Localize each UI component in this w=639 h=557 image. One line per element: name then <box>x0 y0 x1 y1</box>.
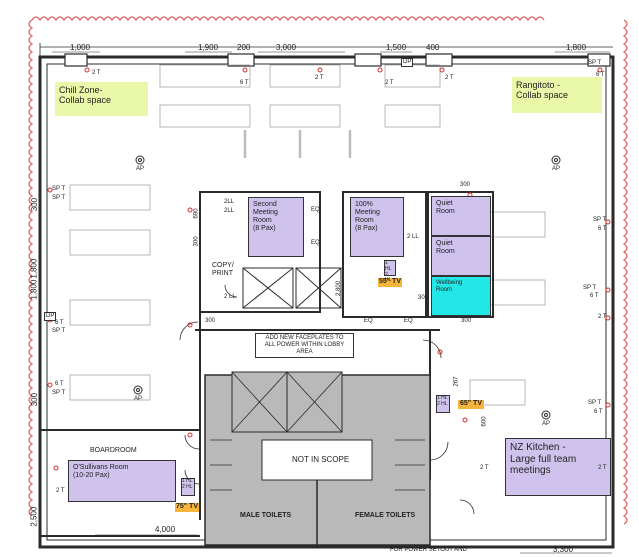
dimension-misc: 300 <box>418 295 429 301</box>
two-t-label: 2 T <box>598 314 607 320</box>
dimension-left: 1,800 <box>29 279 39 300</box>
two-t-label: 2 T <box>598 465 607 471</box>
six-t-label: 6 T <box>596 72 605 78</box>
sp-t-label: SP T <box>52 390 66 396</box>
osullivans-room[interactable]: O'Sullivans Room (10-20 Pax) <box>68 460 176 502</box>
sp-t-label: SP T <box>588 60 602 66</box>
not-in-scope-label: NOT IN SCOPE <box>292 455 350 465</box>
ll-label: 2LL <box>224 199 235 205</box>
six-t-label: 6 T <box>598 226 607 232</box>
ap-label: AP <box>542 421 551 427</box>
wellbeing-room[interactable]: Wellbeing Room <box>431 276 491 316</box>
revision-cloud <box>28 16 628 525</box>
ll-label: 2LL <box>224 208 235 214</box>
two-t-label: 2 T <box>385 80 394 86</box>
dimension-misc: 267 <box>453 376 460 387</box>
sp-t-label: SP T <box>588 400 602 406</box>
rangitoto-zone: Rangitoto - Collab space <box>512 77 602 113</box>
dimension-misc: 300 <box>461 318 472 324</box>
six-t-label: 6 T <box>55 381 64 387</box>
dimension-top: 3,000 <box>276 43 297 52</box>
dimension-left: 300 <box>30 197 40 212</box>
male-toilets-label: MALE TOILETS <box>240 512 292 519</box>
hdmi-plate: 1 HL 2 HL <box>384 260 396 283</box>
dp-label: DP <box>44 312 57 321</box>
power-setout-note: FOR POWER SETOUT AND <box>390 547 467 553</box>
six-t-label: 6 T <box>240 80 249 86</box>
nz-kitchen[interactable]: NZ Kitchen - Large full team meetings <box>505 438 611 496</box>
two-t-label: 2 T <box>480 465 489 471</box>
dimension-lines <box>52 51 612 554</box>
six-t-label: 6 T <box>590 293 599 299</box>
dimension-top: 1,800 <box>566 43 587 52</box>
six-t-label: 6 T <box>594 409 603 415</box>
dimension-left: 2,500 <box>29 506 39 527</box>
ap-label: AP <box>136 166 145 172</box>
copy-print-label: COPY/ PRINT <box>212 262 234 278</box>
eq-label: EQ <box>311 207 320 213</box>
two-t-label: 2 T <box>92 70 101 76</box>
dimension-top: 1,900 <box>198 43 219 52</box>
eq-label: EQ <box>364 318 373 324</box>
dimension-misc: 690 <box>193 208 200 219</box>
dimension-bottom: 4,000 <box>155 525 176 534</box>
dimension-misc: 300 <box>193 236 200 247</box>
lift-shafts <box>242 267 342 309</box>
dimension-left: 1,800 <box>29 258 39 279</box>
two-t-label: 2 T <box>56 488 65 494</box>
dp-label: DP <box>401 58 414 67</box>
hdmi-plate: 1 HL 2 HL <box>181 478 195 496</box>
tv-55-badge: 55" TV <box>378 278 402 287</box>
hundred-meeting-room[interactable]: 100% Meeting Room (8 Pax) <box>350 197 404 257</box>
female-toilets-label: FEMALE TOILETS <box>355 512 416 519</box>
sp-t-label: SP T <box>52 328 66 334</box>
dimension-left: 300 <box>30 392 40 407</box>
two-t-label: 2 T <box>315 75 324 81</box>
dimension-misc: 300 <box>205 318 216 324</box>
ll-label: 2 LL <box>407 234 419 240</box>
dimension-misc: 2,800 <box>336 280 343 296</box>
quiet-room-1[interactable]: Quiet Room <box>431 196 491 236</box>
ap-label: AP <box>134 396 143 402</box>
faceplates-note: ADD NEW FACEPLATES TO ALL POWER WITHIN L… <box>255 333 354 358</box>
dimension-top: 1,000 <box>70 43 91 52</box>
ll-label: 2 LL <box>224 294 236 300</box>
hdmi-plate: 1 HL 2 HL <box>436 395 450 413</box>
six-t-label: 6 T <box>55 320 64 326</box>
sp-t-label: SP T <box>52 195 66 201</box>
ap-icon <box>133 155 561 420</box>
tv-65-badge: 65" TV <box>458 400 484 409</box>
boardroom-label: BOARDROOM <box>90 447 137 454</box>
tv-75-badge: 75" TV <box>175 503 199 512</box>
sp-t-label: SP T <box>583 285 597 291</box>
dimension-bottom: 3,300 <box>553 545 574 554</box>
dimension-misc: 300 <box>460 182 471 188</box>
two-t-label: 2 T <box>445 75 454 81</box>
sp-t-label: SP T <box>593 217 607 223</box>
dimension-top: 200 <box>237 43 251 52</box>
dimension-top: 1,500 <box>386 43 407 52</box>
eq-label: EQ <box>311 240 320 246</box>
columns <box>64 53 611 67</box>
quiet-room-2[interactable]: Quiet Room <box>431 236 491 276</box>
second-meeting-room[interactable]: Second Meeting Room (8 Pax) <box>248 197 304 257</box>
sp-t-label: SP T <box>52 186 66 192</box>
ap-label: AP <box>552 166 561 172</box>
chill-zone: Chill Zone- Collab space <box>55 82 148 116</box>
dimension-top: 400 <box>426 43 440 52</box>
eq-label: EQ <box>404 318 413 324</box>
dimension-misc: 600 <box>481 416 488 427</box>
